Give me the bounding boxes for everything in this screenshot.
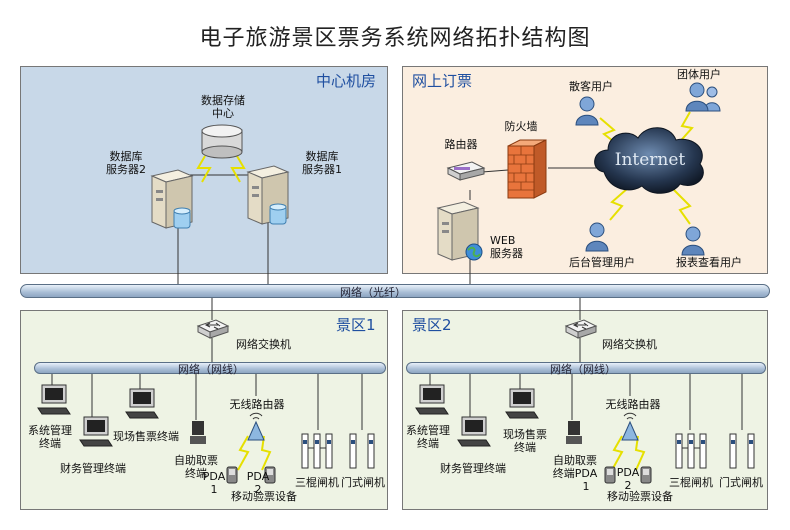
internet-label: Internet [614,150,686,170]
center-room-zone [20,66,388,274]
wireless-router-2-label: 无线路由器 [605,398,661,411]
tripod-gate-2-icon [675,433,707,469]
self-service-terminal-2-label: 自助取票终端PDA [552,454,598,480]
lan-bus-1-label: 网络（网线） [178,363,244,376]
sale-terminal-2-label: 现场售票终端 [503,428,547,454]
backend-user-label: 后台管理用户 [569,256,635,269]
group-user-label: 团体用户 [677,68,721,81]
mobile-device-1-label: 移动验票设备 [231,490,297,503]
sys-mgmt-terminal-1-label: 系统管理终端 [28,424,72,450]
sys-mgmt-terminal-2-label: 系统管理终端 [406,424,450,450]
backend-user-icon [585,222,609,252]
door-gate-1-icon [349,433,375,469]
online-booking-label: 网上订票 [412,72,473,90]
tripod-gate-1-label: 三棍闸机 [295,476,339,489]
web-server-icon [436,201,483,261]
pda-1-icon [226,466,238,484]
retail-user-label: 散客用户 [569,80,613,93]
router-icon [446,161,486,181]
scenic-zone-1 [20,310,388,510]
tripod-gate-2-label: 三棍闸机 [669,476,713,489]
sale-terminal-1-label: 现场售票终端 [113,430,179,443]
switch-2-icon [564,319,598,339]
lan-bus-1 [34,362,386,374]
storage-label: 数据存储中心 [201,94,245,120]
finance-terminal-1-label: 财务管理终端 [60,462,126,475]
pda-2-b-icon [640,466,652,484]
db-server-1-label: 数据库服务器1 [302,150,342,176]
group-user-icon [685,82,721,112]
lan-bus-2 [406,362,766,374]
center-room-label: 中心机房 [316,72,377,90]
sys-mgmt-terminal-2-icon [415,384,449,415]
tripod-gate-1-icon [301,433,333,469]
switch-1-icon [196,319,230,339]
wireless-router-1-label: 无线路由器 [229,398,285,411]
mobile-device-2-label: 移动验票设备 [607,490,673,503]
sale-terminal-1-icon [125,388,159,419]
self-service-terminal-1-icon [190,421,206,444]
pda-2-1-label: 1 [582,480,590,493]
pda-2-a-icon [604,466,616,484]
fiber-backbone-bus [20,284,770,298]
switch-1-label: 网络交换机 [236,338,291,351]
db-server-2-icon [150,169,194,229]
switch-2-label: 网络交换机 [602,338,657,351]
sys-mgmt-terminal-1-icon [37,384,71,415]
diagram-title: 电子旅游景区票务系统网络拓扑结构图 [199,26,591,51]
finance-terminal-2-icon [457,416,491,447]
self-service-terminal-2-icon [566,421,582,444]
router-label: 路由器 [444,138,478,151]
self-service-terminal-1-label: 自助取票终端 [174,454,218,480]
wireless-router-2-icon [621,412,639,441]
lan-bus-2-label: 网络（网线） [550,363,616,376]
storage-cylinder-icon [201,124,243,159]
retail-user-icon [575,96,599,126]
finance-terminal-1-icon [79,416,113,447]
report-user-label: 报表查看用户 [676,256,742,269]
pda-2-icon [264,466,276,484]
door-gate-2-label: 门式闸机 [719,476,763,489]
firewall-icon [507,139,547,199]
report-user-icon [681,226,705,256]
wireless-router-1-icon [247,412,265,441]
db-server-1-icon [246,165,290,225]
fiber-backbone-label: 网络（光纤） [340,286,406,299]
internet-cloud-icon [594,127,704,194]
scenic-2-label: 景区2 [412,316,452,334]
sale-terminal-2-icon [505,388,539,419]
finance-terminal-2-label: 财务管理终端 [440,462,506,475]
scenic-zone-2 [402,310,768,510]
firewall-label: 防火墙 [504,120,538,133]
door-gate-1-label: 门式闸机 [341,476,385,489]
scenic-1-label: 景区1 [336,316,376,334]
door-gate-2-icon [729,433,755,469]
db-server-2-label: 数据库服务器2 [106,150,146,176]
